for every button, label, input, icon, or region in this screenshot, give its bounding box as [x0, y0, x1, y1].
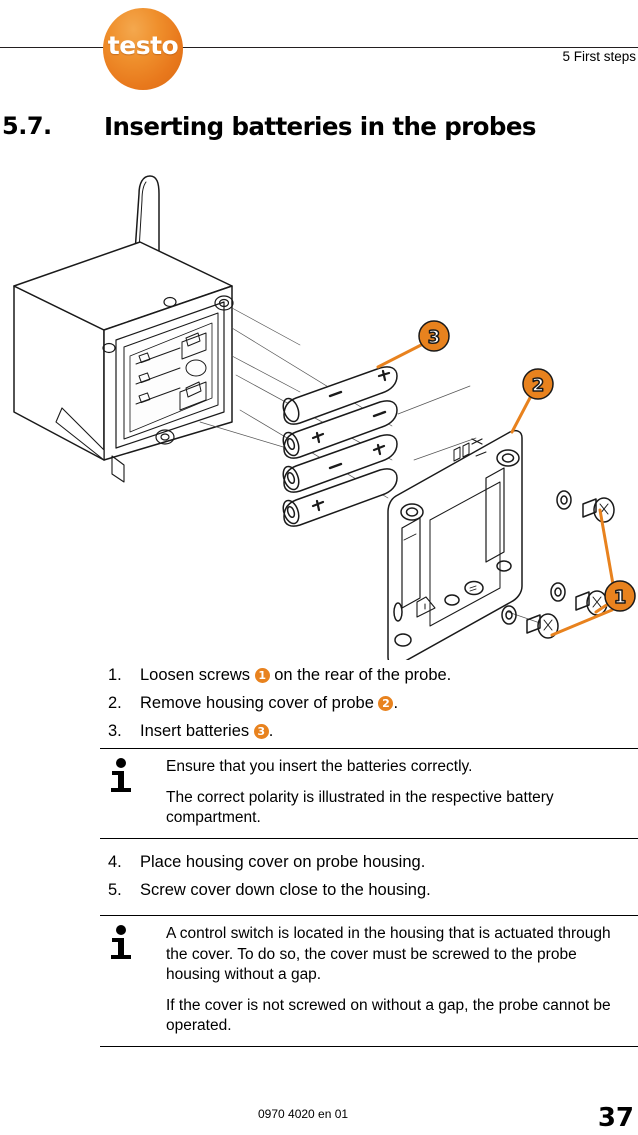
- probe-housing-shape: [13, 241, 234, 483]
- batteries-shape: [282, 366, 398, 527]
- list-item: 2. Remove housing cover of probe 2.: [0, 691, 638, 716]
- callout-leader-lines: [376, 340, 616, 637]
- step-number: 1.: [108, 666, 122, 684]
- info-i-icon: [108, 758, 138, 796]
- step-text-after: .: [393, 694, 399, 712]
- info-icon-serif: [112, 771, 119, 775]
- step-text-before: Remove housing cover of probe: [140, 694, 379, 712]
- info-icon-stem: [118, 938, 124, 957]
- page-title: Inserting batteries in the probes: [104, 112, 536, 141]
- list-item: 1. Loosen screws 1 on the rear of the pr…: [0, 663, 638, 688]
- step-text-after: .: [268, 722, 274, 740]
- page-number: 37: [597, 1103, 634, 1133]
- info-icon-serif: [112, 938, 119, 942]
- info-i-icon: [108, 925, 138, 963]
- step-number: 4.: [108, 853, 122, 871]
- logo-ellipse-shape: [103, 8, 183, 90]
- step-text-before: Loosen screws: [140, 666, 255, 684]
- steps-list-first: 1. Loosen screws 1 on the rear of the pr…: [0, 663, 638, 747]
- figure-exploded-probe: 3 2 1: [0, 160, 638, 660]
- list-item: 4. Place housing cover on probe housing.: [0, 850, 638, 875]
- page-footer: 0970 4020 en 01 37: [0, 1083, 638, 1135]
- figure-svg: 3 2 1: [13, 175, 636, 660]
- list-item: 3. Insert batteries 3.: [0, 719, 638, 744]
- list-item: 5. Screw cover down close to the housing…: [0, 878, 638, 903]
- info-icon-foot: [111, 955, 131, 959]
- info-box-polarity: Ensure that you insert the batteries cor…: [100, 748, 638, 839]
- inline-callout-badge: 3: [253, 724, 269, 739]
- info-icon-dot: [116, 925, 126, 935]
- info-icon-dot: [116, 758, 126, 768]
- callout-badge-2: 2: [522, 368, 554, 400]
- callout-badge-1: 1: [604, 580, 636, 612]
- section-number: 5.7.: [2, 112, 52, 140]
- page-header: testo 5 First steps: [0, 0, 638, 95]
- svg-text:3: 3: [428, 327, 441, 348]
- running-header-text: 5 First steps: [562, 49, 636, 64]
- steps-list-second: 4. Place housing cover on probe housing.…: [0, 850, 638, 906]
- info-paragraph: Ensure that you insert the batteries cor…: [166, 758, 473, 775]
- info-icon-foot: [111, 788, 131, 792]
- document-number: 0970 4020 en 01: [258, 1107, 349, 1121]
- step-text: Insert batteries 3.: [140, 719, 628, 744]
- step-text: Loosen screws 1 on the rear of the probe…: [140, 663, 628, 688]
- info-box-control-switch: A control switch is located in the housi…: [100, 915, 638, 1047]
- housing-cover-shape: [387, 429, 523, 660]
- section-heading: 5.7. Inserting batteries in the probes: [0, 112, 638, 148]
- info-paragraph: A control switch is located in the housi…: [166, 925, 611, 983]
- step-text: Place housing cover on probe housing.: [140, 853, 426, 871]
- inline-callout-badge: 1: [254, 668, 270, 683]
- step-number: 3.: [108, 722, 122, 740]
- svg-text:2: 2: [532, 375, 545, 396]
- testo-logo: testo: [103, 8, 183, 90]
- step-number: 5.: [108, 881, 122, 899]
- step-text: Screw cover down close to the housing.: [140, 881, 431, 899]
- header-rule: [0, 47, 638, 48]
- callout-badge-3: 3: [418, 320, 450, 352]
- screws-and-washers-shape: [501, 490, 615, 639]
- inline-callout-badge: 2: [378, 696, 394, 711]
- step-number: 2.: [108, 694, 122, 712]
- info-box-body: Ensure that you insert the batteries cor…: [166, 757, 632, 829]
- svg-text:1: 1: [614, 587, 627, 608]
- info-icon-stem: [118, 771, 124, 790]
- info-paragraph: The correct polarity is illustrated in t…: [166, 788, 554, 827]
- info-box-body: A control switch is located in the housi…: [166, 924, 632, 1037]
- info-paragraph: If the cover is not screwed on without a…: [166, 996, 611, 1035]
- logo-wordmark: testo: [107, 31, 179, 60]
- step-text: Remove housing cover of probe 2.: [140, 691, 628, 716]
- step-text-after: on the rear of the probe.: [269, 666, 452, 684]
- step-text-before: Insert batteries: [140, 722, 254, 740]
